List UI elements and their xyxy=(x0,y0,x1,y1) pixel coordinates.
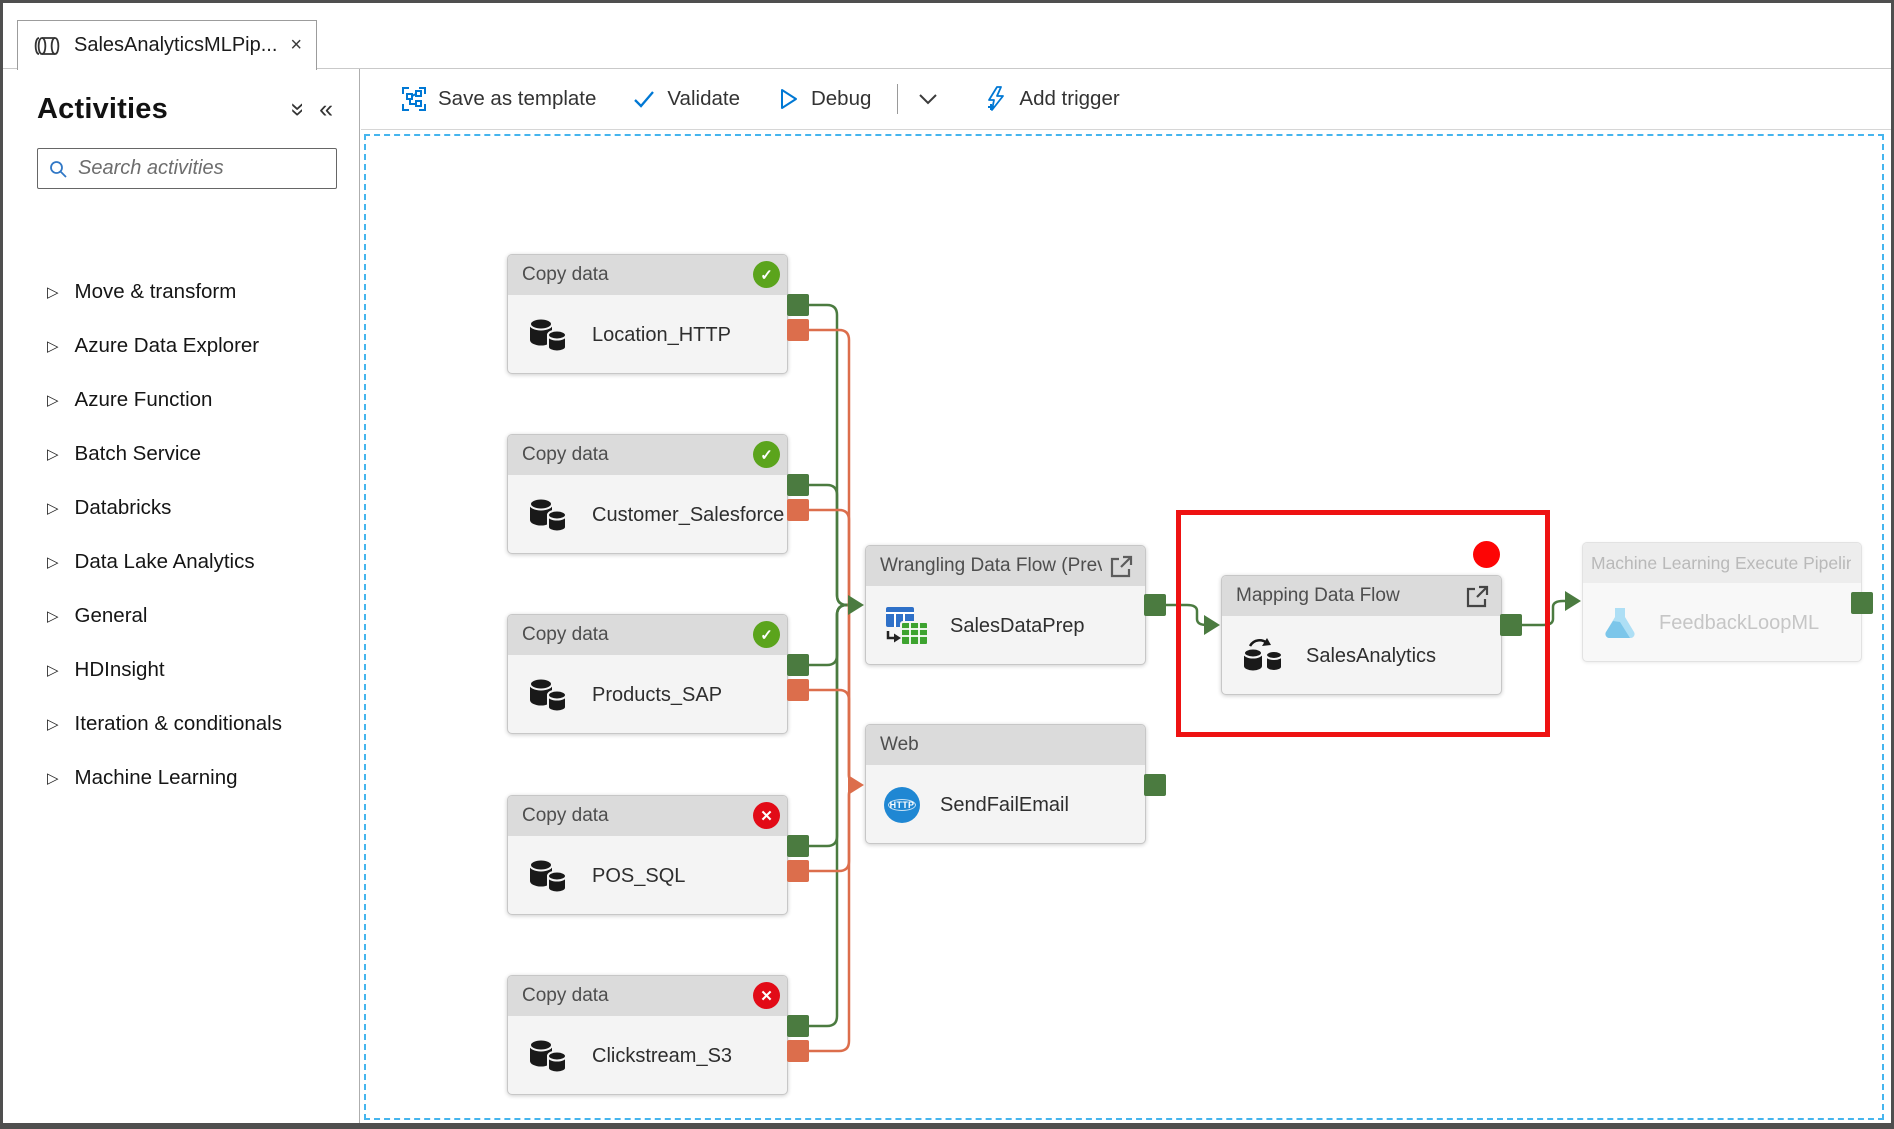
activity-node-mapping-data-flow[interactable]: Mapping Data Flow SalesAnalytics xyxy=(1221,575,1502,695)
lightning-icon xyxy=(984,85,1008,113)
copy-data-icon xyxy=(526,315,572,355)
validate-button[interactable]: Validate xyxy=(622,79,750,119)
search-icon xyxy=(48,159,68,179)
search-input[interactable] xyxy=(78,157,343,180)
expand-icon: ▷ xyxy=(47,770,59,787)
expand-icon: ▷ xyxy=(47,716,59,733)
collapse-all-icon[interactable]: « xyxy=(281,102,310,117)
expand-icon: ▷ xyxy=(47,338,59,355)
copy-data-icon xyxy=(526,1036,572,1076)
activity-node-copy-products-sap[interactable]: Copy data ✓ Products_SAP xyxy=(507,614,788,734)
debug-options-chevron[interactable] xyxy=(908,85,948,113)
http-web-icon: HTTP xyxy=(884,787,920,823)
expand-icon: ▷ xyxy=(47,554,59,571)
checkmark-icon xyxy=(632,87,656,111)
toolbar-divider xyxy=(897,84,899,114)
failure-port[interactable] xyxy=(787,679,809,701)
tab-bar: SalesAnalyticsMLPip... × xyxy=(3,3,1891,70)
copy-data-icon xyxy=(526,675,572,715)
open-in-new-icon[interactable] xyxy=(1108,553,1135,580)
close-icon[interactable]: × xyxy=(290,34,302,56)
sidebar-item-hdinsight[interactable]: ▷HDInsight xyxy=(47,658,165,681)
sidebar-item-batch-service[interactable]: ▷Batch Service xyxy=(47,442,202,465)
success-port[interactable] xyxy=(787,474,809,496)
status-badge: ✕ xyxy=(753,802,780,829)
pipeline-toolbar: Save as template Validate Debug xyxy=(361,69,1891,130)
sidebar-item-general[interactable]: ▷General xyxy=(47,604,148,627)
success-port[interactable] xyxy=(787,654,809,676)
success-port[interactable] xyxy=(1144,774,1166,796)
expand-icon: ▷ xyxy=(47,284,59,301)
activity-search[interactable] xyxy=(37,148,343,189)
activity-category-list: ▷Move & transform ▷Azure Data Explorer ▷… xyxy=(3,265,359,805)
pipeline-icon xyxy=(32,36,62,56)
activity-node-copy-pos-sql[interactable]: Copy data ✕ POS_SQL xyxy=(507,795,788,915)
tab-title: SalesAnalyticsMLPip... xyxy=(74,34,278,56)
collapse-sidebar-icon[interactable]: « xyxy=(319,95,333,123)
success-port[interactable] xyxy=(787,835,809,857)
success-port[interactable] xyxy=(1500,614,1522,636)
activity-node-wrangling-data-flow[interactable]: Wrangling Data Flow (Preview xyxy=(865,545,1146,665)
template-icon xyxy=(401,86,427,112)
sidebar-item-move-transform[interactable]: ▷Move & transform xyxy=(47,280,237,303)
expand-icon: ▷ xyxy=(47,500,59,517)
play-icon xyxy=(776,87,800,111)
success-port[interactable] xyxy=(1144,594,1166,616)
failure-port[interactable] xyxy=(787,499,809,521)
status-badge: ✕ xyxy=(753,982,780,1009)
expand-icon: ▷ xyxy=(47,446,59,463)
status-badge: ✓ xyxy=(753,621,780,648)
sidebar-title: Activities xyxy=(37,93,168,125)
sidebar-item-databricks[interactable]: ▷Databricks xyxy=(47,496,172,519)
activity-node-ml-execute-pipeline[interactable]: Machine Learning Execute Pipeline Feedba… xyxy=(1582,542,1862,662)
sidebar-item-iteration-conditionals[interactable]: ▷Iteration & conditionals xyxy=(47,712,282,735)
pipeline-tab[interactable]: SalesAnalyticsMLPip... × xyxy=(17,20,317,70)
open-in-new-icon[interactable] xyxy=(1464,583,1491,610)
success-port[interactable] xyxy=(787,294,809,316)
sidebar-item-azure-function[interactable]: ▷Azure Function xyxy=(47,388,213,411)
copy-data-icon xyxy=(526,495,572,535)
success-port[interactable] xyxy=(787,1015,809,1037)
save-as-template-button[interactable]: Save as template xyxy=(391,78,606,120)
status-badge: ✓ xyxy=(753,261,780,288)
expand-icon: ▷ xyxy=(47,392,59,409)
sidebar-item-data-lake-analytics[interactable]: ▷Data Lake Analytics xyxy=(47,550,255,573)
activity-node-copy-clickstream-s3[interactable]: Copy data ✕ Clickstream_S3 xyxy=(507,975,788,1095)
failure-port[interactable] xyxy=(787,1040,809,1062)
success-port[interactable] xyxy=(1851,592,1873,614)
activity-node-copy-customer-salesforce[interactable]: Copy data ✓ Customer_Salesforce xyxy=(507,434,788,554)
activity-node-copy-location-http[interactable]: Copy data ✓ Location_HTTP xyxy=(507,254,788,374)
status-badge: ✓ xyxy=(753,441,780,468)
failure-port[interactable] xyxy=(787,860,809,882)
wrangling-data-flow-icon xyxy=(884,605,930,647)
sidebar-item-azure-data-explorer[interactable]: ▷Azure Data Explorer xyxy=(47,334,260,357)
mapping-data-flow-icon xyxy=(1240,637,1286,675)
activity-node-web-sendfailemail[interactable]: Web HTTP SendFailEmail xyxy=(865,724,1146,844)
expand-icon: ▷ xyxy=(47,662,59,679)
copy-data-icon xyxy=(526,856,572,896)
debug-button[interactable]: Debug xyxy=(766,79,881,119)
sidebar-item-machine-learning[interactable]: ▷Machine Learning xyxy=(47,766,238,789)
expand-icon: ▷ xyxy=(47,608,59,625)
machine-learning-flask-icon xyxy=(1601,604,1639,642)
add-trigger-button[interactable]: Add trigger xyxy=(974,77,1129,121)
failure-port[interactable] xyxy=(787,319,809,341)
activities-sidebar: Activities « « ▷Move & transform ▷Azure … xyxy=(3,69,360,1123)
